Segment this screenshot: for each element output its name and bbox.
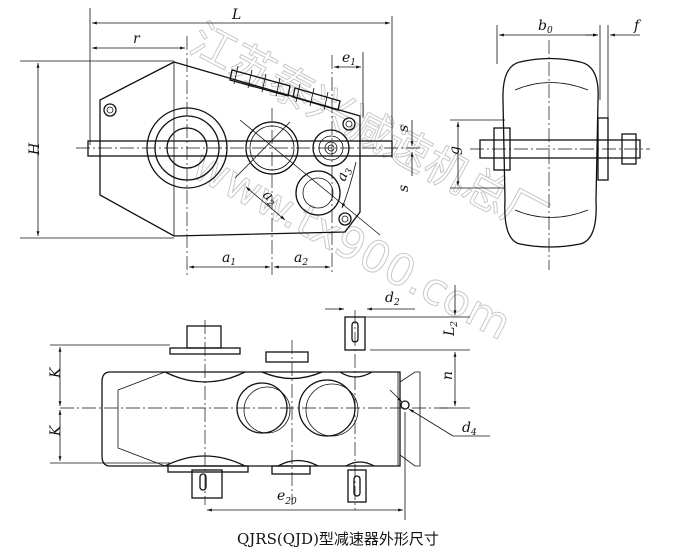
front-view: L r H e1 s s a2 a3 a1 a2 [20, 7, 420, 275]
dim-K-top-label: K [48, 366, 64, 379]
figure-caption: QJRS(QJD)型减速器外形尺寸 [237, 530, 439, 548]
dim-L2-label: L2 [442, 321, 460, 337]
dim-b0-label: b0 [538, 18, 553, 36]
dim-r-label: r [133, 31, 141, 47]
side-view: b0 f g [447, 18, 650, 270]
dim-s-bottom-label: s [396, 185, 412, 192]
dim-d4-label: d4 [462, 420, 477, 438]
dim-L-label: L [231, 7, 241, 23]
top-view: K K d2 L2 n d4 e20 [48, 285, 490, 520]
dim-a2-label: a2 [294, 250, 308, 268]
dim-n-label: n [440, 371, 456, 380]
dim-g-label: g [447, 146, 463, 155]
dim-e1-label: e1 [342, 50, 356, 68]
dim-a3-label: a3 [334, 164, 356, 184]
dim-K-bottom-label: K [48, 424, 64, 437]
dim-s-top-label: s [396, 125, 412, 132]
dim-e20-label: e20 [277, 488, 297, 507]
dim-H-label: H [27, 142, 43, 156]
dim-d2-label: d2 [385, 290, 400, 308]
dim-a1-label: a1 [222, 250, 236, 268]
dim-f-label: f [633, 18, 642, 34]
